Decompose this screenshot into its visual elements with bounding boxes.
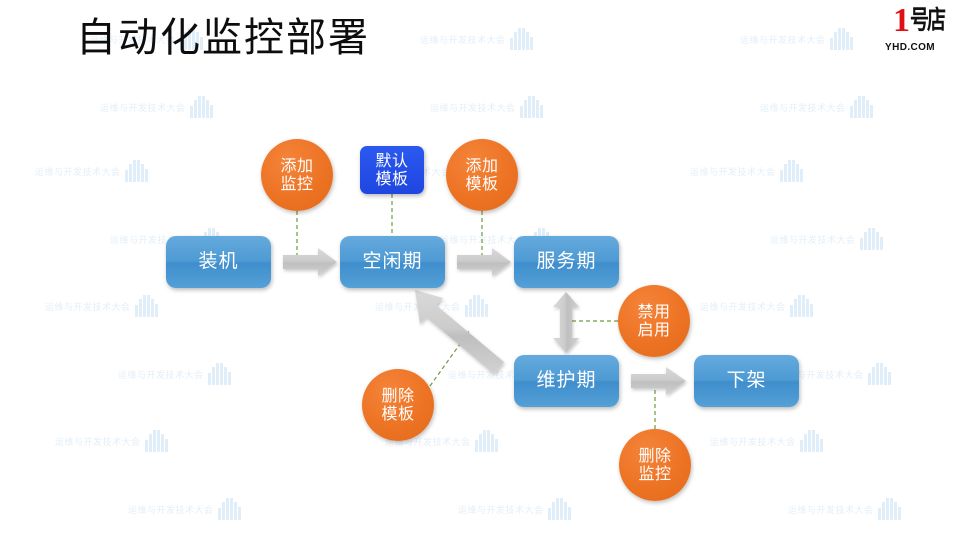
page-title: 自动化监控部署: [76, 15, 370, 61]
action-node-add-template[interactable]: 添加 模板: [446, 139, 518, 211]
template-label: 默认 模板: [375, 150, 409, 188]
state-node-offline[interactable]: 下架: [694, 355, 799, 407]
action-node-add-monitor[interactable]: 添加 监控: [261, 139, 333, 211]
state-node-idle[interactable]: 空闲期: [340, 236, 445, 288]
state-label: 空闲期: [362, 250, 423, 273]
brand-cjk-name: 号店: [910, 5, 946, 36]
brand-logo: 1 号店 YHD.COM: [881, 2, 953, 56]
action-node-delete-template[interactable]: 删除 模板: [362, 369, 434, 441]
state-label: 维护期: [536, 369, 597, 392]
brand-numeral: 1: [893, 2, 910, 39]
action-label: 添加 模板: [465, 155, 499, 193]
state-node-service[interactable]: 服务期: [514, 236, 619, 288]
template-node-default-template[interactable]: 默认 模板: [360, 146, 424, 194]
state-node-install[interactable]: 装机: [166, 236, 271, 288]
action-label: 删除 模板: [381, 385, 415, 423]
action-label: 禁用 启用: [637, 301, 671, 339]
state-label: 下架: [726, 369, 767, 392]
brand-logo-mark: 1 号店: [881, 2, 953, 40]
action-node-disable-enable[interactable]: 禁用 启用: [618, 285, 690, 357]
action-label: 添加 监控: [280, 155, 314, 193]
state-label: 装机: [198, 250, 239, 273]
state-label: 服务期: [536, 250, 597, 273]
action-label: 删除 监控: [638, 445, 672, 483]
brand-domain: YHD.COM: [885, 42, 936, 53]
state-node-maintenance[interactable]: 维护期: [514, 355, 619, 407]
action-node-delete-monitor[interactable]: 删除 监控: [619, 429, 691, 501]
